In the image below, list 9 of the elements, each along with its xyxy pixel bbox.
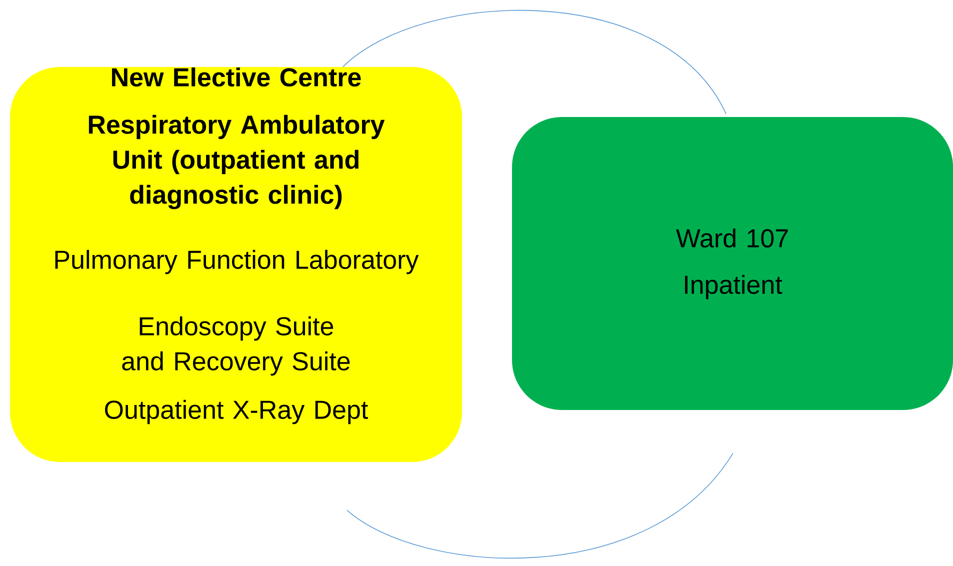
box-text: Endoscopy Suite and Recovery Suite <box>122 316 350 376</box>
box-text: Respiratory Ambulatory Unit (outpatient and diagnostic clinic) <box>88 114 385 210</box>
box-text: Pulmonary Function Laboratory <box>55 250 419 274</box>
arc-connector <box>342 10 726 114</box>
box-text: New Elective Centre <box>112 67 361 87</box>
box-text: Outpatient X-Ray Dept <box>105 400 368 424</box>
arc-connector <box>346 452 734 558</box>
box-text: Ward 107 <box>676 228 788 248</box>
box-text: Inpatient <box>685 274 782 300</box>
